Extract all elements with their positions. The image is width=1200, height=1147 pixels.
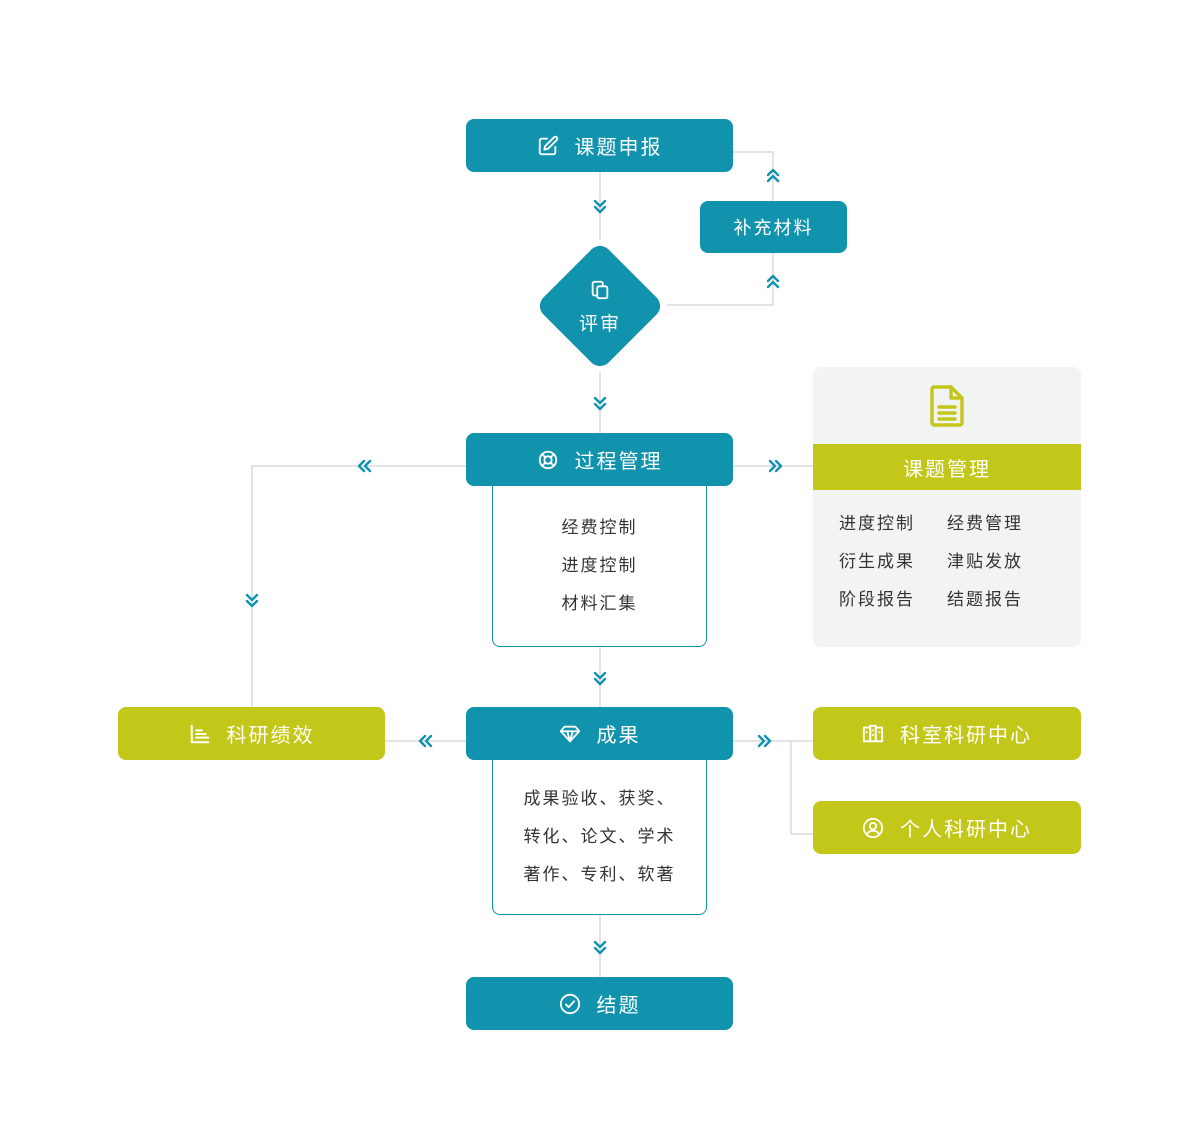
project-card-items: 进度控制 经费管理 衍生成果 津贴发放 阶段报告 结题报告	[813, 512, 1081, 613]
node-review[interactable]: 评审	[540, 262, 660, 352]
diamond-icon	[559, 723, 581, 745]
node-performance[interactable]: 科研绩效	[118, 707, 385, 760]
document-icon	[930, 385, 964, 427]
node-personal-center[interactable]: 个人科研中心	[813, 801, 1081, 854]
node-apply[interactable]: 课题申报	[466, 119, 733, 172]
result-detail-panel: 成果验收、获奖、 转化、论文、学术 著作、专利、软著	[492, 760, 707, 915]
node-finish-label: 结题	[596, 993, 641, 1017]
chevron-left-icon	[357, 459, 372, 473]
clipboard-copy-icon	[591, 280, 609, 299]
chevron-up-icon	[766, 274, 780, 289]
process-item: 材料汇集	[561, 594, 638, 614]
check-circle-icon	[559, 993, 581, 1015]
node-process-label: 过程管理	[574, 449, 663, 473]
lifebuoy-icon	[537, 449, 559, 471]
project-management-card: 课题管理 进度控制 经费管理 衍生成果 津贴发放 阶段报告 结题报告	[813, 367, 1081, 647]
project-card-title: 课题管理	[813, 444, 1081, 490]
chevron-down-icon	[593, 671, 607, 686]
chevron-down-icon	[593, 396, 607, 411]
process-item: 进度控制	[561, 556, 638, 576]
project-card-item: 阶段报告	[839, 590, 915, 610]
chevron-left-icon	[418, 734, 433, 748]
node-process[interactable]: 过程管理	[466, 433, 733, 486]
node-apply-label: 课题申报	[574, 135, 663, 159]
chevron-right-icon	[757, 734, 772, 748]
result-item: 成果验收、获奖、	[523, 789, 676, 809]
node-supplement[interactable]: 补充材料	[700, 201, 847, 253]
edit-icon	[537, 135, 559, 157]
node-finish[interactable]: 结题	[466, 977, 733, 1030]
chevron-arrows	[245, 168, 783, 955]
project-card-item: 结题报告	[947, 590, 1023, 610]
building-icon	[862, 723, 884, 745]
process-detail-panel: 经费控制 进度控制 材料汇集	[492, 486, 707, 647]
project-card-item: 津贴发放	[947, 552, 1023, 572]
node-performance-label: 科研绩效	[226, 723, 315, 747]
connector-lines	[251, 151, 813, 977]
process-item: 经费控制	[561, 518, 638, 538]
node-dept-center-label: 科室科研中心	[900, 723, 1032, 747]
user-circle-icon	[862, 817, 884, 839]
result-item: 转化、论文、学术	[523, 827, 676, 847]
node-supplement-label: 补充材料	[733, 218, 814, 239]
chevron-down-icon	[593, 199, 607, 214]
chevron-down-icon	[245, 593, 259, 608]
node-result-label: 成果	[596, 723, 641, 747]
project-card-item: 进度控制	[839, 514, 915, 534]
chevron-right-icon	[768, 459, 783, 473]
node-review-label: 评审	[578, 312, 621, 335]
chevron-up-icon	[766, 168, 780, 183]
chevron-down-icon	[593, 940, 607, 955]
result-item: 著作、专利、软著	[523, 865, 676, 885]
node-personal-center-label: 个人科研中心	[900, 817, 1032, 841]
node-result[interactable]: 成果	[466, 707, 733, 760]
project-card-item: 衍生成果	[839, 552, 915, 572]
node-dept-center[interactable]: 科室科研中心	[813, 707, 1081, 760]
project-card-item: 经费管理	[947, 514, 1023, 534]
bar-chart-icon	[189, 723, 211, 745]
